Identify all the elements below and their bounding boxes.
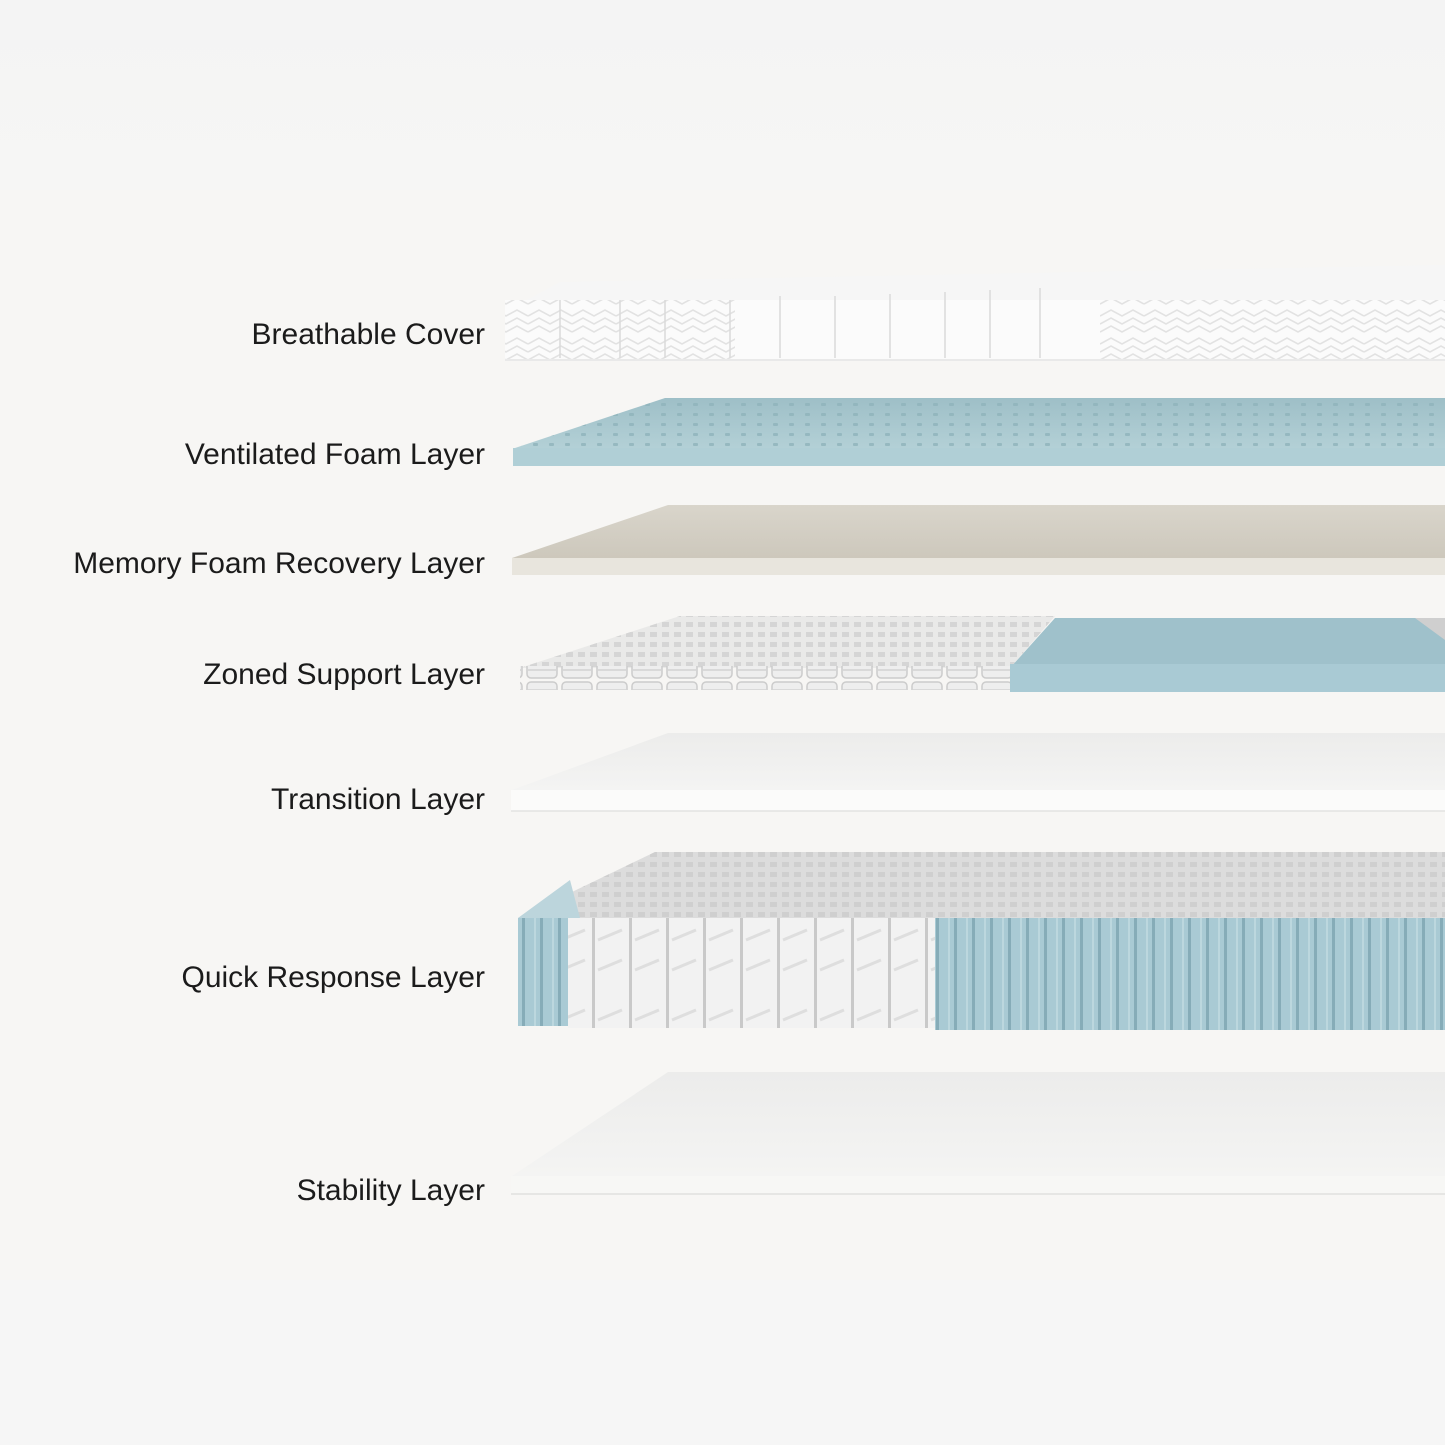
- ventilated-foam-layer: [513, 398, 1445, 466]
- memory-foam-recovery-layer: [512, 505, 1445, 575]
- transition-layer: [511, 733, 1445, 812]
- label-stability-layer: Stability Layer: [296, 1174, 485, 1207]
- zoned-support-layer: [520, 616, 1445, 692]
- background-bottom-band: [0, 1280, 1445, 1445]
- label-zoned-support-layer: Zoned Support Layer: [203, 658, 485, 691]
- quick-response-layer: [518, 852, 1445, 1030]
- label-quick-response-layer: Quick Response Layer: [181, 961, 486, 994]
- label-memory-foam-recovery-layer: Memory Foam Recovery Layer: [73, 547, 485, 580]
- label-transition-layer: Transition Layer: [271, 783, 485, 816]
- label-ventilated-foam-layer: Ventilated Foam Layer: [184, 438, 485, 471]
- background-top-band: [0, 0, 1445, 190]
- label-breathable-cover: Breathable Cover: [251, 318, 485, 351]
- breathable-cover-layer: [505, 265, 1445, 361]
- stability-layer: [511, 1072, 1445, 1195]
